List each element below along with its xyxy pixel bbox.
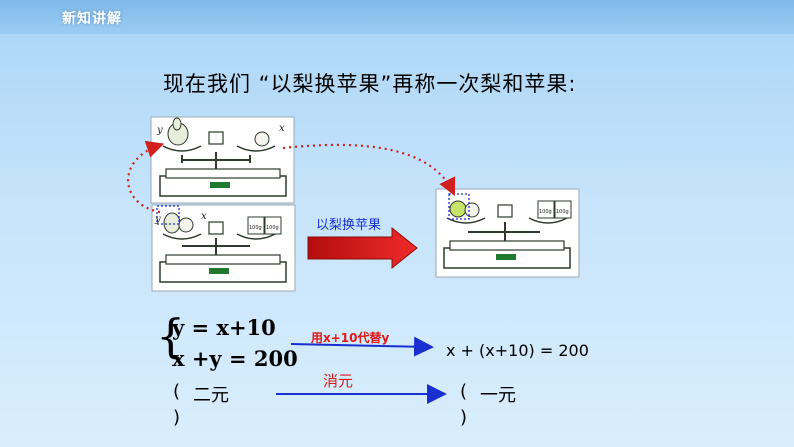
substitute-label: 用x+10代替y — [311, 329, 389, 346]
weight-label: 100g — [539, 209, 552, 215]
swap-arrow — [307, 226, 418, 270]
weight-icon — [264, 216, 282, 235]
right-kind-close: ) — [460, 407, 468, 428]
highlight-box — [448, 193, 470, 220]
weight-label: 100g — [249, 225, 262, 231]
header-bar — [0, 0, 794, 34]
apple-icon — [178, 217, 194, 233]
apple-icon — [254, 131, 270, 147]
green-window — [210, 182, 230, 188]
var-x-label: x — [279, 123, 285, 134]
substitute-label-prefix: 用 — [311, 331, 324, 345]
weight-icon — [247, 216, 265, 235]
green-window — [496, 254, 516, 260]
left-kind-open: ( — [173, 381, 181, 402]
dotted-arrow-left — [127, 140, 165, 214]
left-kind: 二元 — [193, 385, 229, 406]
green-window — [209, 268, 229, 274]
substitute-label-suffix: 代替y — [357, 331, 390, 345]
system-brace: { — [156, 309, 186, 363]
balance-panel-bottom: 100g 100g y x — [151, 204, 296, 292]
right-kind: 一元 — [480, 385, 516, 406]
balance-panel-right: 100g 100g — [435, 188, 580, 278]
equation-1: y = x+10 — [172, 315, 276, 340]
apple-icon — [449, 200, 467, 218]
swap-label: 以梨换苹果 — [316, 218, 382, 233]
equation-2: x +y = 200 — [172, 346, 298, 371]
dotted-arrow-right — [282, 143, 456, 196]
substituted-equation: x + (x+10) = 200 — [446, 341, 589, 360]
weight-icon — [537, 200, 555, 219]
eliminate-label: 消元 — [323, 372, 354, 390]
substitute-arrow — [290, 336, 434, 357]
headline: 现在我们 “以梨换苹果”再称一次梨和苹果: — [163, 72, 577, 96]
pear-icon — [163, 212, 181, 234]
left-kind-close: ) — [173, 407, 181, 428]
weight-icon — [554, 200, 572, 219]
var-y-label: y — [154, 214, 161, 225]
weight-label: 100g — [266, 225, 279, 231]
section-tag: 新知讲解 — [62, 11, 122, 27]
substitute-label-expr: x+10 — [323, 331, 358, 345]
var-y-label: y — [156, 125, 163, 136]
right-kind-open: ( — [460, 381, 468, 402]
apple-icon — [464, 202, 480, 218]
weight-label: 100g — [556, 209, 569, 215]
var-x-label: x — [201, 211, 207, 222]
balance-panel-top: y x — [150, 116, 295, 204]
